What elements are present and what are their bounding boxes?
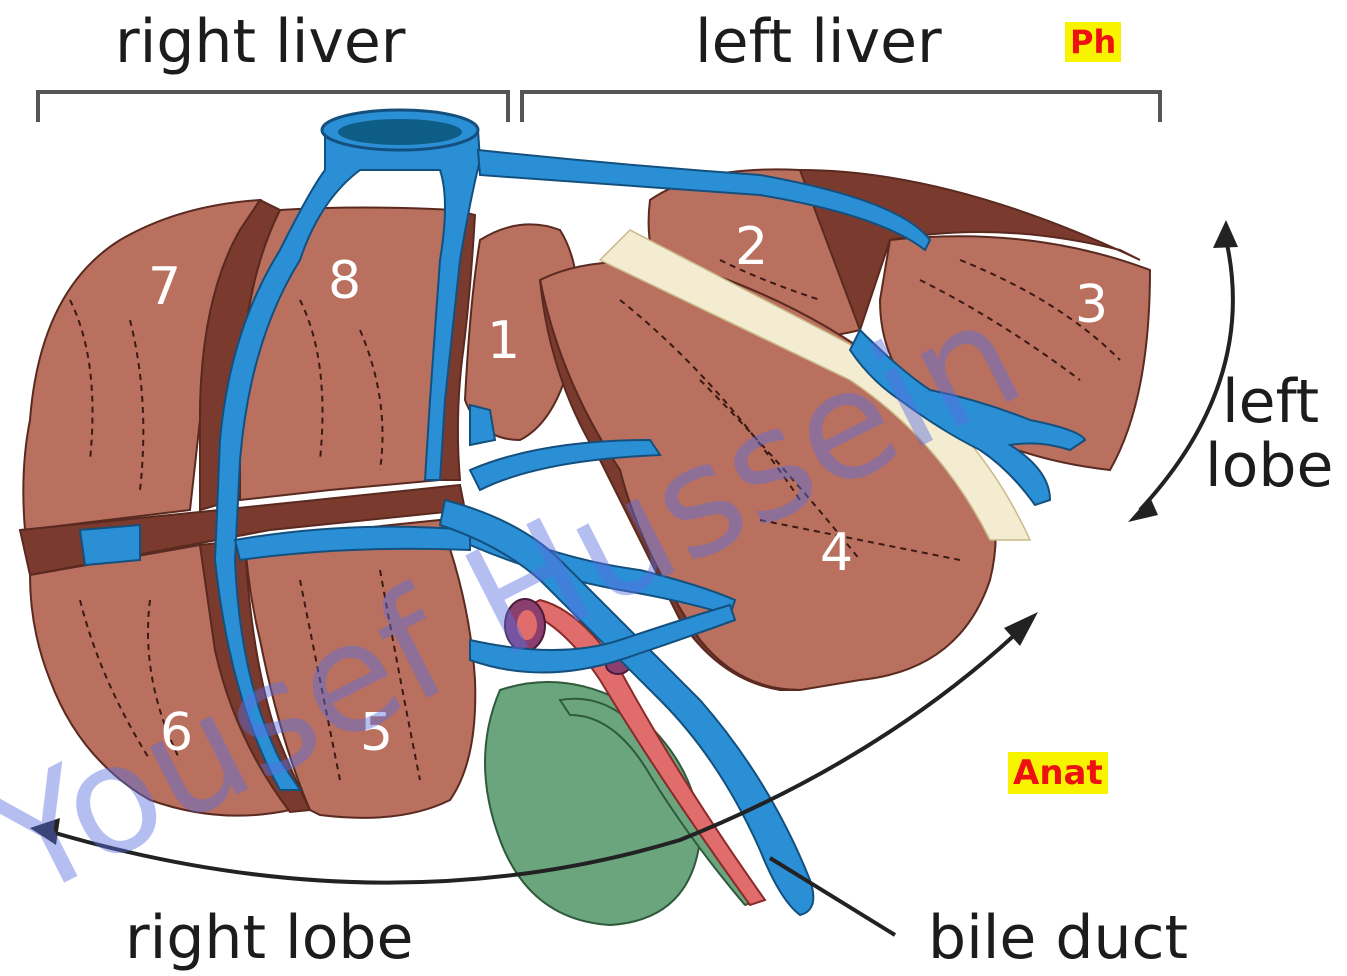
bile-duct-label: bile duct	[928, 908, 1188, 968]
left-lobe-arrow-head-bottom	[1128, 497, 1158, 522]
anat-badge: Anat	[1008, 752, 1108, 794]
left-liver-bracket	[522, 92, 1160, 122]
left-lobe-label-line1: left	[1222, 372, 1319, 432]
ph-badge: Ph	[1065, 22, 1121, 62]
segment-label-8: 8	[328, 251, 361, 311]
segment-label-2: 2	[735, 217, 768, 277]
left-lobe-label-line2: lobe	[1205, 436, 1333, 496]
right-liver-label: right liver	[115, 12, 405, 72]
left-lobe-arrow-head-top	[1213, 220, 1238, 248]
vena-cava-lumen	[338, 119, 462, 145]
segment-label-1: 1	[487, 311, 520, 371]
left-liver-label: left liver	[695, 12, 942, 72]
right-lobe-label: right lobe	[125, 908, 413, 968]
segment-label-7: 7	[148, 257, 181, 317]
segment-label-3: 3	[1075, 275, 1108, 335]
